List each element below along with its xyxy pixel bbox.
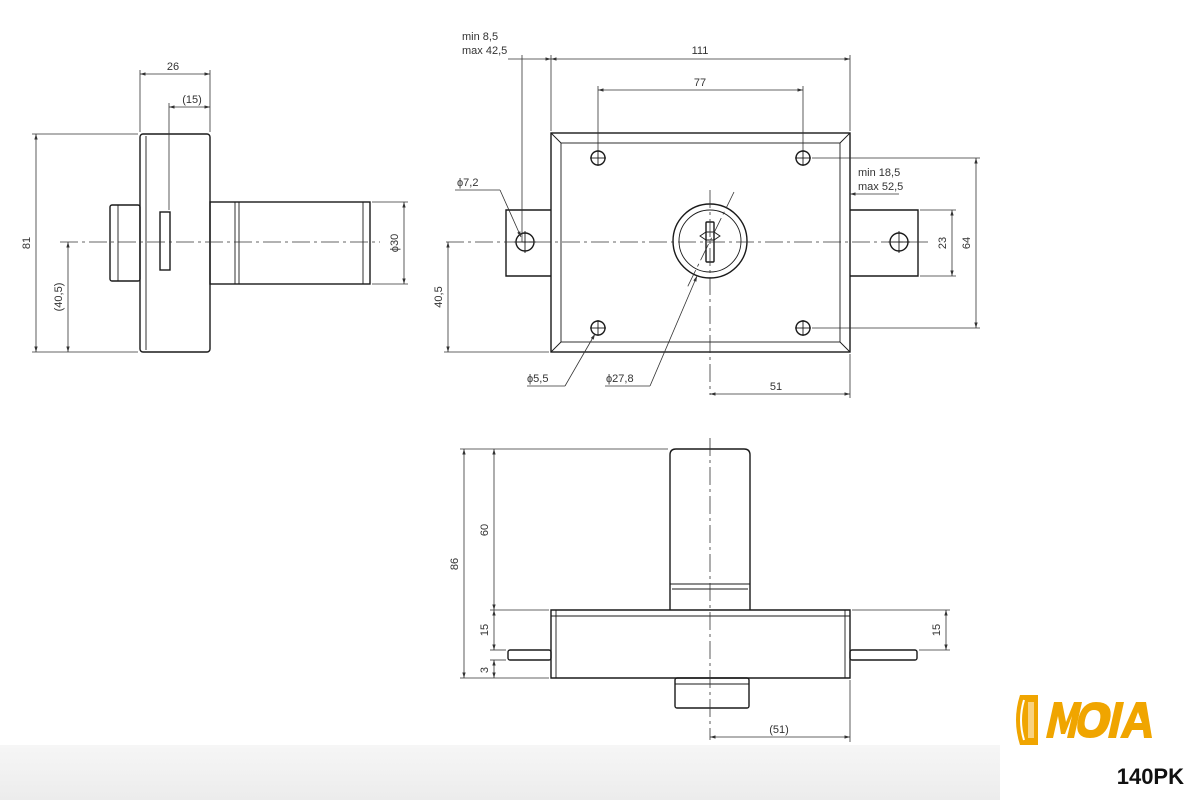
dim-64: 64 <box>961 237 973 249</box>
dim-phi278: ϕ27,8 <box>606 373 634 385</box>
dim-51: 51 <box>770 381 782 393</box>
dim-23: 23 <box>937 237 949 249</box>
dim-15-left: 15 <box>479 624 491 636</box>
top-view: 86 60 15 3 15 (51) <box>449 438 950 742</box>
side-view: 26 (15) 81 (40,5) ϕ30 <box>21 61 408 353</box>
dim-86: 86 <box>449 558 461 570</box>
front-view: min 8,5 max 42,5 111 77 ϕ7,2 min 18,5 ma… <box>433 31 980 398</box>
dim-min-right: min 18,5 <box>858 167 900 179</box>
dim-405-front: 40,5 <box>433 286 445 307</box>
brand-logo <box>1010 690 1185 750</box>
footer-band <box>0 745 1000 800</box>
dim-max-left: max 42,5 <box>462 45 507 57</box>
moia-logo-icon <box>1016 695 1152 745</box>
dim-60: 60 <box>479 524 491 536</box>
dim-26: 26 <box>167 61 179 73</box>
dim-77: 77 <box>694 77 706 89</box>
dim-min-left: min 8,5 <box>462 31 498 43</box>
dim-phi30: ϕ30 <box>389 234 401 252</box>
dim-111: 111 <box>692 45 709 57</box>
dim-15-side: (15) <box>182 94 202 106</box>
dim-15-right: 15 <box>931 624 943 636</box>
model-number: 140PK <box>1116 764 1184 789</box>
dim-51-paren: (51) <box>769 724 789 736</box>
dim-405-side: (40,5) <box>53 283 65 312</box>
dim-3: 3 <box>479 667 491 673</box>
dim-phi72: ϕ7,2 <box>457 177 478 189</box>
dim-81: 81 <box>21 237 33 249</box>
dim-max-right: max 52,5 <box>858 181 903 193</box>
dim-phi55: ϕ5,5 <box>527 373 548 385</box>
